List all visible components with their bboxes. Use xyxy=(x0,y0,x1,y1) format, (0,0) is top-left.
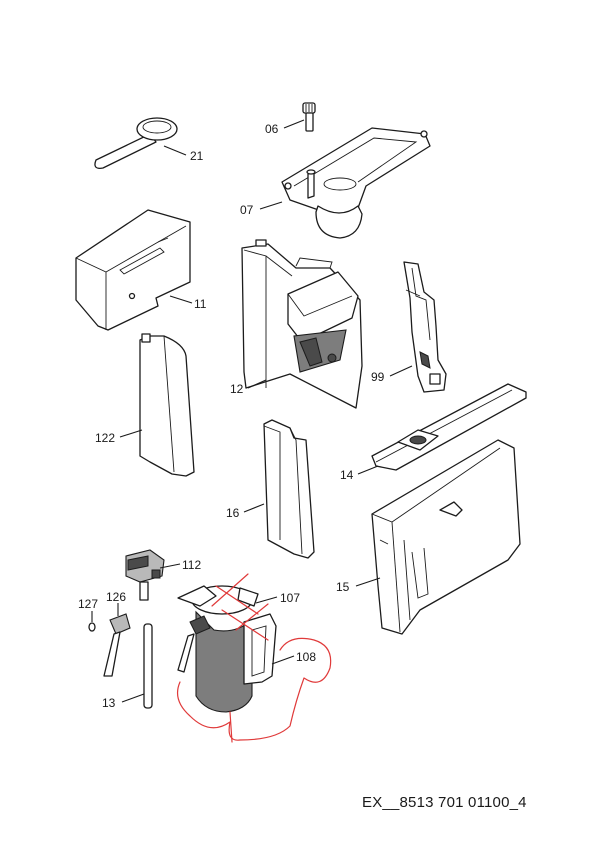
part-14-drip-tray-cover xyxy=(371,383,527,471)
label-11: 11 xyxy=(194,297,207,311)
label-126: 126 xyxy=(106,590,126,604)
part-13-tube xyxy=(143,623,153,709)
label-112: 112 xyxy=(182,558,201,572)
label-122: 122 xyxy=(95,431,115,445)
part-107-108-milk-jug xyxy=(177,585,277,713)
label-108: 108 xyxy=(296,650,316,664)
part-12-housing xyxy=(241,239,363,409)
label-12: 12 xyxy=(230,382,244,396)
label-21: 21 xyxy=(190,149,204,163)
red-annotation xyxy=(177,573,332,743)
part-126-nozzle xyxy=(103,613,131,677)
label-16: 16 xyxy=(226,506,240,520)
label-15: 15 xyxy=(336,580,350,594)
label-99: 99 xyxy=(371,370,385,384)
part-99-side-rail xyxy=(403,261,447,393)
leader-lines xyxy=(91,119,413,703)
part-15-water-tank xyxy=(371,439,521,635)
part-112-connector xyxy=(125,549,165,601)
part-127-o-ring xyxy=(88,622,96,632)
label-06: 06 xyxy=(265,122,279,136)
label-127: 127 xyxy=(78,597,98,611)
part-122-side-panel xyxy=(139,333,195,477)
part-21-measuring-spoon xyxy=(94,117,178,169)
label-13: 13 xyxy=(102,696,116,710)
part-07-top-tray xyxy=(281,127,431,239)
part-labels: 06 21 07 11 12 99 122 14 16 15 112 107 1… xyxy=(78,122,385,710)
part-06-knob xyxy=(302,102,316,132)
document-code: EX__8513 701 01100_4 xyxy=(362,794,527,811)
label-107: 107 xyxy=(280,591,300,605)
label-14: 14 xyxy=(340,468,354,482)
part-11-container xyxy=(75,209,191,331)
part-16-front-panel xyxy=(263,419,315,559)
label-07: 07 xyxy=(240,203,254,217)
